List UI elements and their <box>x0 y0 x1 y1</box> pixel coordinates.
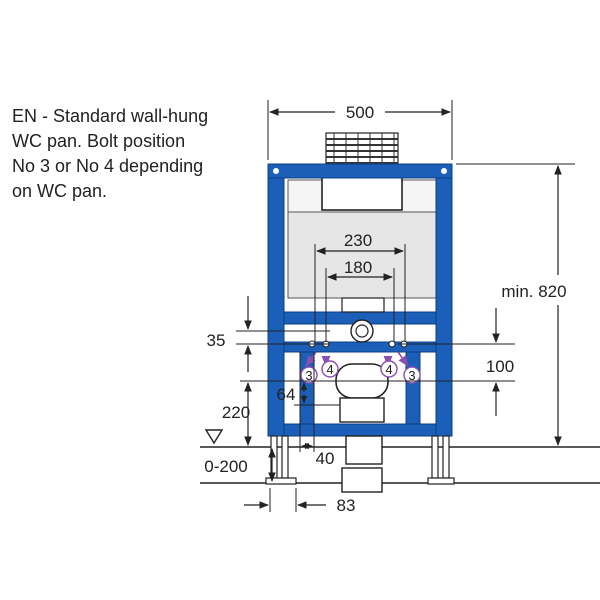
installation-note: EN - Standard wall-hung WC pan. Bolt pos… <box>12 104 252 204</box>
bolt-label-3-right: 3 <box>403 366 421 384</box>
note-line-4: on WC pan. <box>12 181 108 201</box>
note-line-3: No 3 or No 4 depending <box>12 156 204 176</box>
dim-min-height: min. 820 <box>456 163 575 448</box>
bolt-label-3-left: 3 <box>300 366 318 384</box>
flush-pipe <box>341 297 385 343</box>
inner-spacing-value: 180 <box>344 258 372 277</box>
note-line-1: EN - Standard wall-hung <box>12 106 209 126</box>
bolt-label-4-right: 4 <box>380 360 398 378</box>
dim-bolt-spacing-outer: 230 <box>314 231 406 342</box>
pipe-offset-value: 40 <box>316 449 335 468</box>
dim-floor-to-outlet: 220 <box>222 380 300 446</box>
floor-adjust-value: 0-200 <box>204 457 247 476</box>
outlet-height-value: 64 <box>277 385 296 404</box>
dim-leg-to-pipe: 83 <box>244 488 355 515</box>
bolt-number-4b: 4 <box>385 362 392 377</box>
floor-level-icon <box>204 429 224 445</box>
mounting-frame <box>267 163 453 437</box>
min-height-value: min. 820 <box>501 282 566 301</box>
bolt-number-3a: 3 <box>305 368 312 383</box>
bolt-number-3b: 3 <box>408 368 415 383</box>
bolt-number-4a: 4 <box>326 362 333 377</box>
leg-pipe-value: 83 <box>337 496 356 515</box>
dim-outlet-height: 64 <box>277 380 340 406</box>
dim-bolt-to-axis: 100 <box>362 308 515 416</box>
bolt-offset-value: 35 <box>207 331 226 350</box>
dim-bolt-spacing-inner: 180 <box>325 258 395 342</box>
dim-floor-adjust: 0-200 <box>204 448 276 482</box>
bolt-axis-value: 100 <box>486 357 514 376</box>
note-line-2: WC pan. Bolt position <box>12 131 186 151</box>
width-value: 500 <box>346 103 374 122</box>
dim-pipe-offset: 40 <box>299 352 335 468</box>
bolt-label-4-left: 4 <box>321 360 339 378</box>
outer-spacing-value: 230 <box>344 231 372 250</box>
dim-bolt-offset: 35 <box>207 296 330 372</box>
floor-outlet-value: 220 <box>222 403 250 422</box>
dim-frame-width: 500 <box>267 100 453 160</box>
